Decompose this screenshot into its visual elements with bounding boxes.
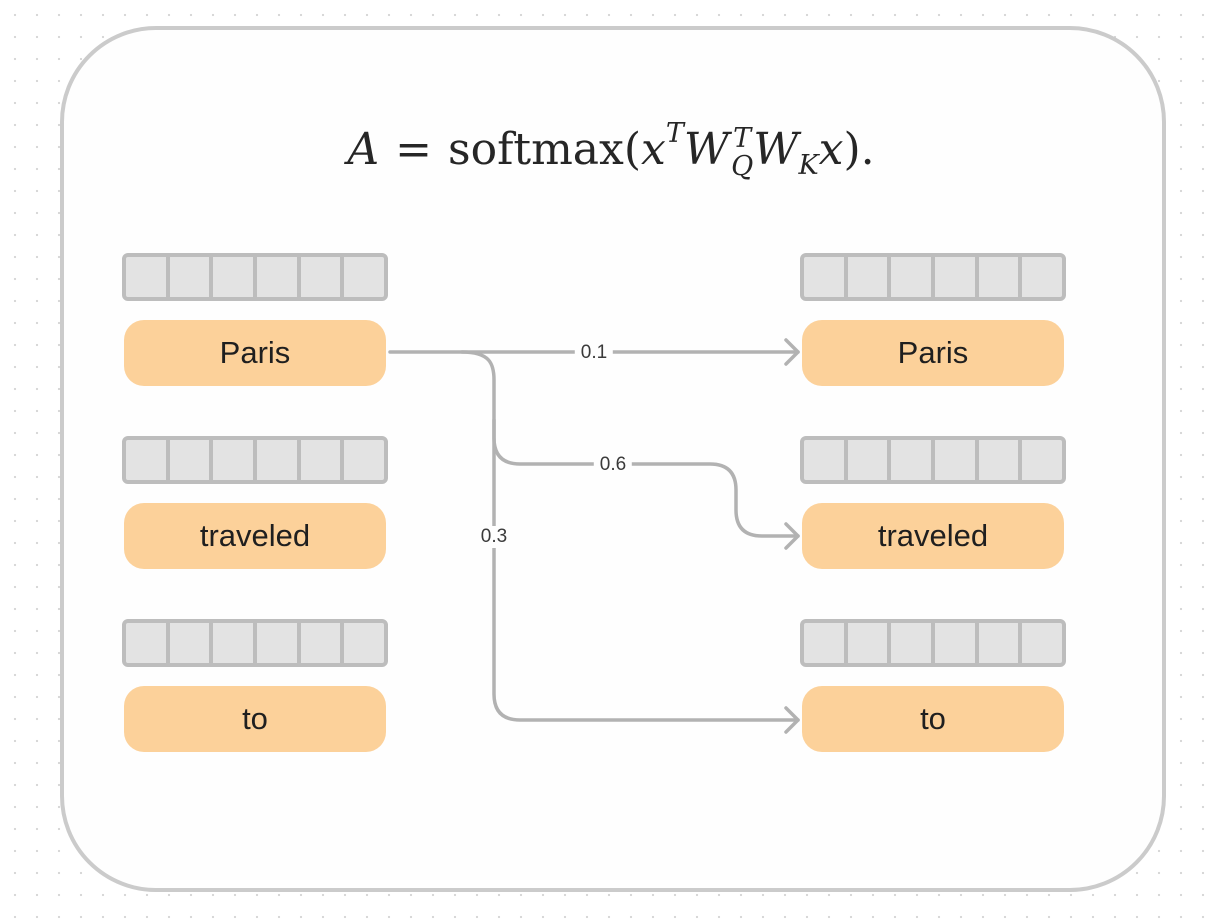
formula-wq: W xyxy=(683,124,730,175)
output-token-to: to xyxy=(802,686,1064,752)
formula-wk: W xyxy=(753,124,799,175)
input-token-traveled: traveled xyxy=(124,503,386,569)
weight-label-paris-to: 0.3 xyxy=(474,526,514,548)
formula-wk-sub: K xyxy=(798,150,819,181)
arrowhead-paris xyxy=(784,338,800,366)
arrowhead-traveled xyxy=(784,522,800,550)
input-vector-to xyxy=(122,619,388,667)
output-vector-to xyxy=(800,619,1066,667)
formula-x2: x xyxy=(818,124,844,175)
output-token-traveled: traveled xyxy=(802,503,1064,569)
input-token-to: to xyxy=(124,686,386,752)
output-vector-paris xyxy=(800,253,1066,301)
output-token-paris: Paris xyxy=(802,320,1064,386)
formula-close: ). xyxy=(843,124,875,175)
formula-wq-sub: Q xyxy=(731,150,754,182)
arrow-paris-to-to xyxy=(492,418,800,722)
formula-x-transpose: T xyxy=(665,118,684,149)
formula-x1: x xyxy=(641,124,666,175)
formula-lhs: A xyxy=(347,124,380,175)
formula-func: softmax( xyxy=(448,124,642,175)
input-token-paris: Paris xyxy=(124,320,386,386)
weight-label-paris-traveled: 0.6 xyxy=(593,454,633,476)
formula-equals: = xyxy=(395,124,433,175)
formula-wq-sup: T xyxy=(733,122,752,154)
arrowhead-to xyxy=(784,706,800,734)
arrow-paris-to-traveled xyxy=(460,350,800,538)
input-vector-paris xyxy=(122,253,388,301)
output-vector-traveled xyxy=(800,436,1066,484)
weight-label-paris-paris: 0.1 xyxy=(574,342,614,364)
input-vector-traveled xyxy=(122,436,388,484)
